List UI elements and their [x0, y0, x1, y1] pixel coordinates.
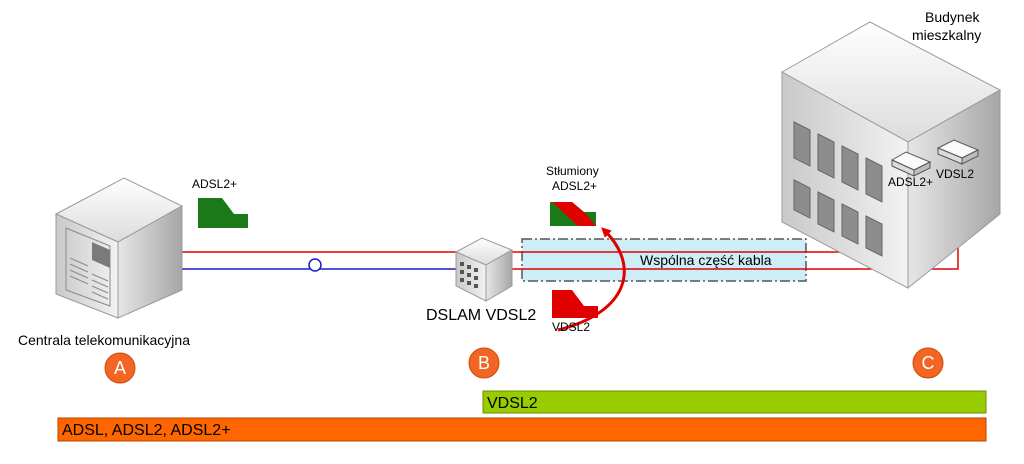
building-label-line1: Budynek [925, 9, 980, 25]
central-office-label: Centrala telekomunikacyjna [18, 332, 190, 348]
adsl-coverage-label: ADSL, ADSL2, ADSL2+ [62, 422, 231, 439]
adsl2plus-spectrum-icon [198, 198, 248, 228]
attenuated-label-line1: Stłumiony [546, 164, 599, 178]
vdsl2-signal-label: VDSL2 [552, 320, 590, 334]
shared-cable-section [521, 238, 807, 282]
central-office-building [54, 177, 184, 319]
modem-adsl-label: ADSL2+ [888, 175, 933, 189]
adsl-coverage-bar [57, 417, 987, 442]
cables: Wspólna część kabla [182, 156, 959, 282]
marker-b-label: B [478, 353, 490, 373]
marker-c: C [912, 347, 944, 379]
labels: ADSL2+ Stłumiony ADSL2+ VDSL2 DSLAM VDSL… [18, 9, 981, 348]
vdsl2-spectrum-icon [552, 290, 598, 318]
crosstalk-arrow [557, 227, 626, 332]
vdsl2-coverage-bar [482, 390, 987, 414]
adsl2plus-label: ADSL2+ [192, 177, 237, 191]
marker-b: B [468, 347, 500, 379]
line-junction [308, 258, 322, 272]
attenuated-vdsl2-overlay [552, 202, 596, 226]
residential-building [780, 21, 1002, 290]
dslam-label: DSLAM VDSL2 [426, 307, 536, 324]
building-label-line2: mieszkalny [912, 27, 981, 43]
attenuated-label-line2: ADSL2+ [552, 179, 597, 193]
marker-a: A [104, 352, 136, 384]
shared-cable-label: Wspólna część kabla [640, 252, 772, 268]
marker-a-label: A [114, 358, 126, 378]
coverage-bars: VDSL2 ADSL, ADSL2, ADSL2+ [57, 390, 987, 442]
dslam-device [454, 237, 514, 302]
location-markers: A B C [104, 347, 944, 384]
modem-vdsl-label: VDSL2 [936, 167, 974, 181]
marker-c-label: C [922, 353, 935, 373]
vdsl2-coverage-label: VDSL2 [487, 395, 538, 412]
signals [198, 198, 626, 332]
